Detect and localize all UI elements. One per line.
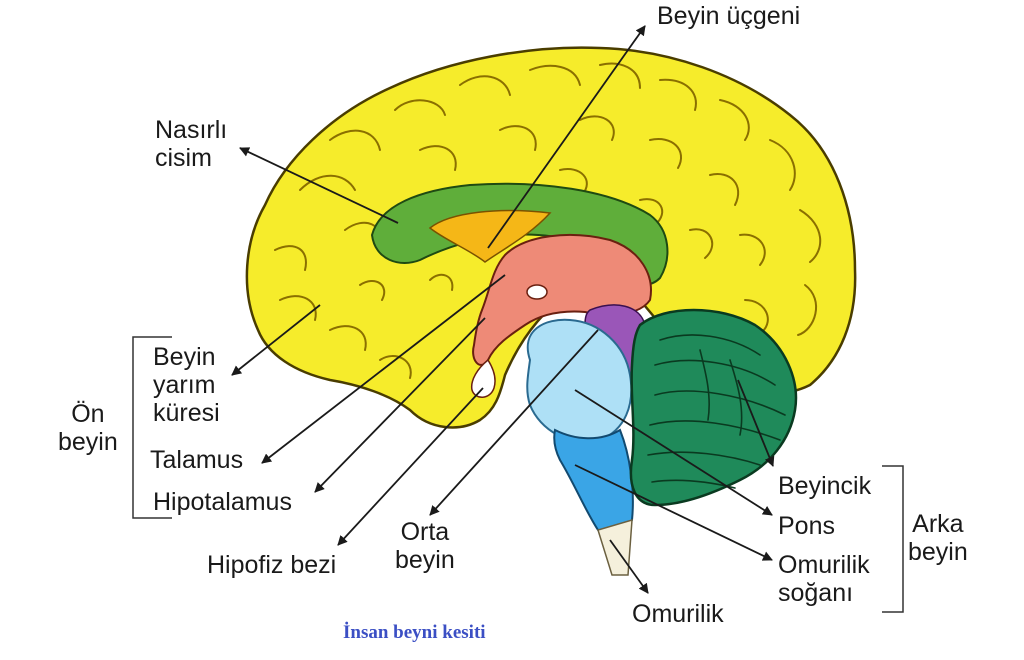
arrow-omurilik <box>609 539 649 594</box>
label-beyin-yarim-kuresi: Beyin yarım küresi <box>153 343 220 427</box>
label-nasirli-cisim: Nasırlı cisim <box>155 116 227 172</box>
label-nasirli-line2: cisim <box>155 144 212 172</box>
label-nasirli-line1: Nasırlı <box>155 116 228 144</box>
label-hipofiz-bezi: Hipofiz bezi <box>207 551 337 579</box>
label-orta-beyin: Orta beyin <box>395 518 455 574</box>
label-sogani-line2: soğanı <box>778 579 854 607</box>
label-beyin-ucgeni: Beyin üçgeni <box>657 2 801 30</box>
cerebellum-shape <box>629 308 798 507</box>
label-on-line1: Ön <box>71 400 105 428</box>
pituitary-shape <box>470 358 496 398</box>
label-omurilik: Omurilik <box>632 600 724 628</box>
label-orta-line1: Orta <box>400 518 450 546</box>
arrow-talamus <box>261 274 506 464</box>
label-on-beyin: Ön beyin <box>58 400 118 456</box>
arrow-orta-beyin <box>429 329 599 516</box>
figure-caption: İnsan beyni kesiti <box>343 622 486 643</box>
label-beyincik: Beyincik <box>778 472 872 500</box>
arrow-hipofiz-bezi <box>337 387 484 546</box>
label-orta-line2: beyin <box>395 546 455 574</box>
label-on-line2: beyin <box>58 428 118 456</box>
brackets <box>132 336 904 613</box>
label-arka-beyin: Arka beyin <box>908 510 968 566</box>
fornix-triangle-shape <box>428 209 552 263</box>
arrow-pons <box>574 389 773 516</box>
label-omurilik-sogani: Omurilik soğanı <box>778 551 870 607</box>
arrow-beyincik <box>737 379 775 467</box>
thalamus-shape <box>472 234 652 366</box>
arrow-hipotalamus <box>314 317 486 493</box>
arrow-omurilik-sogani <box>574 464 773 561</box>
arka-beyin-bracket <box>882 465 904 613</box>
label-yarim-line2: yarım <box>153 371 216 399</box>
arrow-beyin-yarim-kuresi <box>231 304 321 376</box>
on-beyin-bracket <box>132 336 172 519</box>
label-pons: Pons <box>778 512 835 540</box>
medulla-shape <box>553 428 634 537</box>
label-yarim-line1: Beyin <box>153 343 216 371</box>
arrow-nasirli-cisim <box>239 147 399 224</box>
label-yarim-line3: küresi <box>153 399 220 427</box>
pineal-spot <box>526 284 548 300</box>
label-sogani-line1: Omurilik <box>778 551 870 579</box>
label-arka-line2: beyin <box>908 538 968 566</box>
pointer-arrows <box>231 25 775 594</box>
label-hipotalamus: Hipotalamus <box>153 488 292 516</box>
label-arka-line1: Arka <box>912 510 964 538</box>
label-talamus: Talamus <box>150 446 244 474</box>
arrow-beyin-ucgeni <box>487 25 646 249</box>
cerebellum-folia <box>647 334 786 489</box>
